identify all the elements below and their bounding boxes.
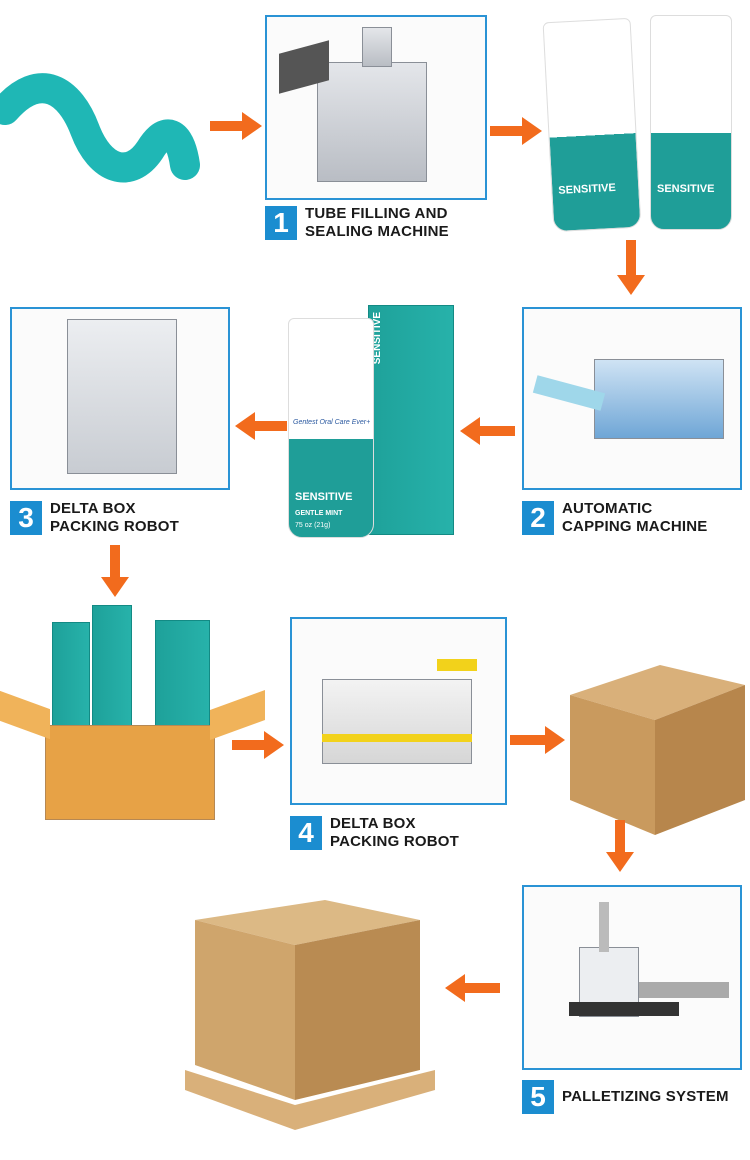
- delta-robot-image: [67, 319, 177, 474]
- toothpaste-tube-image: Gentest Oral Care Ever+ SENSITIVE GENTLE…: [288, 318, 374, 538]
- product-tagline: Gentest Oral Care Ever+: [293, 419, 371, 426]
- step-number: 1: [265, 206, 297, 240]
- capping-machine-frame: [522, 307, 742, 490]
- open-shipping-box-image: [45, 725, 215, 820]
- arrow-right-icon: [232, 731, 284, 759]
- pallet-of-boxes-image: [185, 900, 435, 1130]
- step-number: 4: [290, 816, 322, 850]
- capping-machine-image: [594, 359, 724, 439]
- sealed-box-image: [570, 665, 745, 835]
- step-title: AUTOMATIC: [562, 500, 653, 517]
- step-title: TUBE FILLING AND: [305, 205, 448, 222]
- carton-image: [52, 622, 90, 730]
- arrow-down-icon: [101, 545, 129, 597]
- arrow-left-icon: [460, 417, 515, 445]
- case-sealer-frame: [290, 617, 507, 805]
- toothpaste-carton-image: SENSITIVE: [368, 305, 454, 535]
- step-title: CAPPING MACHINE: [562, 518, 708, 535]
- arrow-right-icon: [510, 726, 565, 754]
- step-number: 3: [10, 501, 42, 535]
- toothpaste-paste-image: [0, 73, 200, 183]
- step-title: PACKING ROBOT: [330, 833, 459, 850]
- delta-robot-frame: [10, 307, 230, 490]
- case-sealer-image: [322, 679, 472, 764]
- step-title: DELTA BOX: [330, 815, 416, 832]
- palletizing-system-frame: [522, 885, 742, 1070]
- step-number: 2: [522, 501, 554, 535]
- toothpaste-tube-image: SENSITIVE: [650, 15, 732, 230]
- arrow-left-icon: [445, 974, 500, 1002]
- step-title: PACKING ROBOT: [50, 518, 179, 535]
- tube-filling-machine-image: [317, 62, 427, 182]
- step-title: PALLETIZING SYSTEM: [562, 1088, 729, 1105]
- step-5-label: 5 PALLETIZING SYSTEM: [522, 1080, 729, 1114]
- step-title: DELTA BOX: [50, 500, 136, 517]
- arrow-left-icon: [235, 412, 287, 440]
- carton-image: [92, 605, 132, 730]
- arrow-right-icon: [490, 117, 542, 145]
- carton-image: [155, 620, 210, 730]
- tube-filling-machine-frame: [265, 15, 487, 200]
- toothpaste-tube-image: SENSITIVE: [542, 17, 642, 233]
- step-number: 5: [522, 1080, 554, 1114]
- arrow-down-icon: [617, 240, 645, 295]
- step-title: SEALING MACHINE: [305, 223, 449, 240]
- arrow-down-icon: [606, 820, 634, 872]
- arrow-right-icon: [210, 112, 262, 140]
